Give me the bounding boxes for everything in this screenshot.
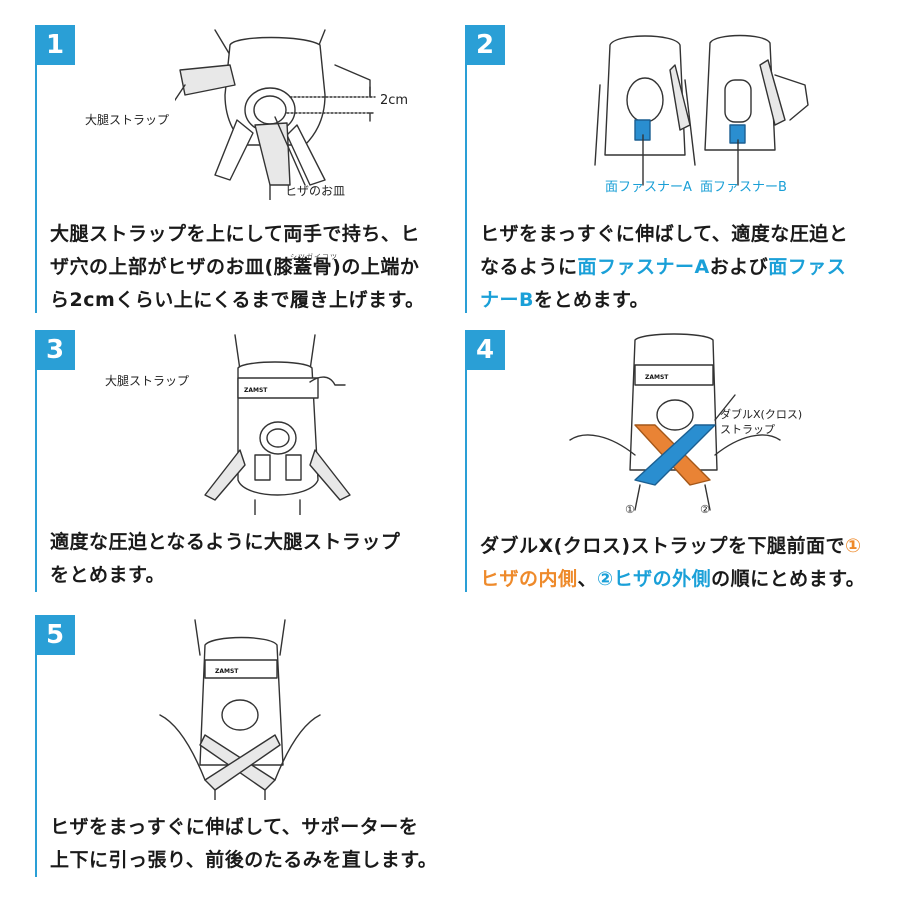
marker-2: ②	[700, 503, 710, 516]
step-rail	[465, 330, 467, 592]
knee-illustration: ZAMST	[565, 330, 785, 520]
step-description: 大腿ストラップを上にして両手で持ち、ヒ ザ穴の上部がヒザのお皿(膝蓋骨)の上端か…	[50, 218, 425, 317]
desc-line: ダブルX(クロス)ストラップを下腿前面で①	[480, 535, 862, 557]
desc-line: ヒザをまっすぐに伸ばして、サポーターを	[50, 816, 419, 838]
marker-1: ①	[625, 503, 635, 516]
step-number-badge: 2	[465, 25, 505, 65]
brand-mark: ZAMST	[244, 387, 268, 394]
step-rail	[35, 25, 37, 313]
step-rail	[465, 25, 467, 313]
desc-line: なるように面ファスナーAおよび面ファス	[480, 256, 847, 278]
desc-line: 適度な圧迫となるように大腿ストラップ	[50, 531, 401, 553]
label-thigh-strap: 大腿ストラップ	[85, 113, 170, 127]
label-kneecap: ヒザのお皿	[285, 184, 346, 198]
step-5: 5 ZAMST ヒザをまっすぐに伸ばして、サポーターを 上下に引っ張り、前後のた…	[35, 615, 455, 885]
step-3: 3 ZAMST 大腿ストラップ 適度な圧迫となるように大腿ストラップ をとめます…	[35, 330, 455, 592]
step-description: ヒザをまっすぐに伸ばして、適度な圧迫と なるように面ファスナーAおよび面ファス …	[480, 218, 848, 317]
step-number-badge: 5	[35, 615, 75, 655]
step-description: ダブルX(クロス)ストラップを下腿前面で① ヒザの内側、②ヒザの外側の順にとめま…	[480, 530, 865, 596]
step-2: 2 面ファスナーA 面ファスナーB ヒザをまっすぐに伸ばして、適度な圧迫と なる…	[465, 25, 885, 315]
label-thigh-strap: 大腿ストラップ	[105, 374, 190, 388]
desc-line: 上下に引っ張り、前後のたるみを直します。	[50, 849, 438, 871]
label-fastener-b: 面ファスナーB	[700, 180, 787, 195]
desc-line: ナーBをとめます。	[480, 289, 650, 311]
knee-illustration: ZAMST	[200, 330, 360, 515]
brand-mark: ZAMST	[645, 374, 669, 381]
brand-mark: ZAMST	[215, 668, 239, 675]
knee-illustration: ZAMST	[155, 615, 325, 800]
label-double-x-strap: ダブルX(クロス)	[720, 408, 803, 421]
step-4: 4 ZAMST ダブルX(クロス) ストラップ ① ② ダブルX(クロス)ストラ…	[465, 330, 885, 592]
desc-line: ら2cmくらい上にくるまで履き上げます。	[50, 289, 425, 311]
desc-line: ザ穴の上部がヒザのお皿(膝蓋骨)の上端か	[50, 256, 420, 278]
step-1: 1 大腿ストラップ 2cm ヒザのお皿 シツガイコツ 大腿ストラップを上にして両…	[35, 25, 435, 315]
step-number-badge: 3	[35, 330, 75, 370]
ruby-kneecap: シツガイコツ	[290, 253, 338, 261]
step-description: 適度な圧迫となるように大腿ストラップ をとめます。	[50, 526, 400, 592]
step-number-badge: 1	[35, 25, 75, 65]
label-fastener-a: 面ファスナーA	[605, 180, 692, 195]
desc-line: ヒザをまっすぐに伸ばして、適度な圧迫と	[480, 223, 849, 245]
knee-illustration	[175, 25, 415, 200]
label-2cm: 2cm	[380, 93, 409, 108]
desc-line: 大腿ストラップを上にして両手で持ち、ヒ	[50, 223, 420, 245]
desc-line: をとめます。	[50, 564, 166, 586]
knee-illustration	[590, 25, 820, 190]
step-number-badge: 4	[465, 330, 505, 370]
label-double-x-strap: ストラップ	[720, 423, 775, 436]
step-description: ヒザをまっすぐに伸ばして、サポーターを 上下に引っ張り、前後のたるみを直します。	[50, 811, 437, 877]
desc-line: ヒザの内側、②ヒザの外側の順にとめます。	[480, 568, 866, 590]
step-rail	[35, 615, 37, 877]
step-rail	[35, 330, 37, 592]
